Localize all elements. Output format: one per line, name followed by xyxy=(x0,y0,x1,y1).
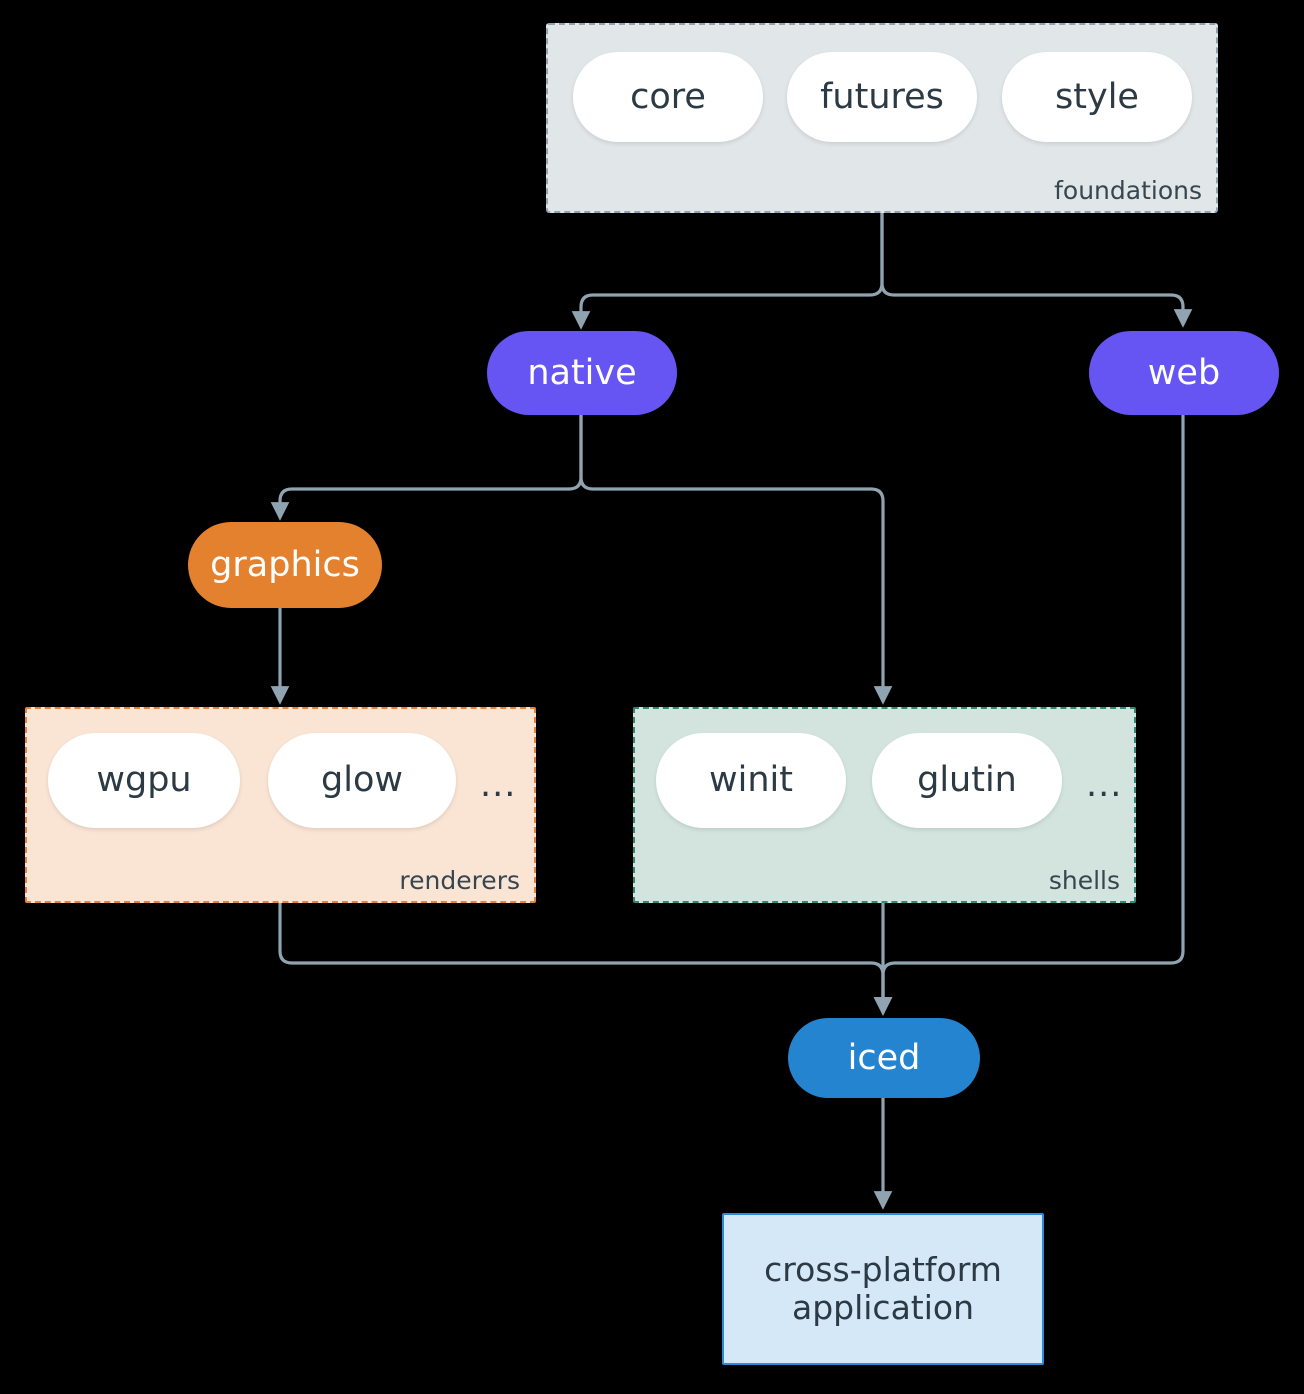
node-futures[interactable]: futures xyxy=(787,52,977,142)
node-application[interactable]: cross-platform application xyxy=(722,1213,1044,1365)
node-core-label: core xyxy=(630,76,706,117)
node-winit[interactable]: winit xyxy=(656,733,846,828)
node-graphics-label: graphics xyxy=(210,544,360,585)
node-wgpu-label: wgpu xyxy=(96,760,192,801)
node-web-label: web xyxy=(1147,352,1221,393)
node-native[interactable]: native xyxy=(487,331,677,415)
edge-foundations-native xyxy=(571,211,884,330)
node-iced-label: iced xyxy=(847,1037,921,1078)
node-glutin-label: glutin xyxy=(917,760,1017,801)
edge-foundations-web xyxy=(880,211,1193,328)
node-native-label: native xyxy=(527,352,637,393)
application-line-2: application xyxy=(791,1288,975,1327)
node-style[interactable]: style xyxy=(1002,52,1192,142)
node-graphics[interactable]: graphics xyxy=(188,522,382,608)
node-core[interactable]: core xyxy=(573,52,763,142)
edge-renderers-iced xyxy=(278,901,893,1016)
node-glutin[interactable]: glutin xyxy=(872,733,1062,828)
cluster-shells-label: shells xyxy=(1048,866,1120,895)
application-line-1: cross-platform xyxy=(764,1250,1002,1290)
node-futures-label: futures xyxy=(820,76,944,117)
node-web[interactable]: web xyxy=(1089,331,1279,415)
cluster-renderers-label: renderers xyxy=(399,866,520,895)
node-glow-label: glow xyxy=(321,760,403,801)
node-wgpu[interactable]: wgpu xyxy=(48,733,240,828)
node-glow[interactable]: glow xyxy=(268,733,456,828)
node-iced[interactable]: iced xyxy=(788,1018,980,1098)
edge-native-graphics xyxy=(270,413,583,521)
node-winit-label: winit xyxy=(709,760,793,801)
shells-more-ellipsis: ... xyxy=(1086,765,1123,805)
node-style-label: style xyxy=(1055,76,1139,117)
cluster-foundations-label: foundations xyxy=(1054,176,1202,205)
edge-native-shells xyxy=(579,413,893,705)
renderers-more-ellipsis: ... xyxy=(480,765,517,805)
